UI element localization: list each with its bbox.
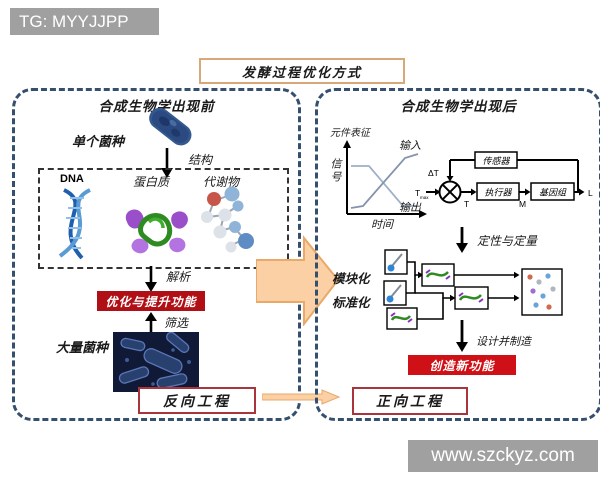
modular-label: 模块化: [332, 272, 370, 286]
t-signal-genome-label: 基因组: [539, 188, 567, 198]
setpoint-label: T: [415, 188, 420, 198]
tg-watermark-badge: TG: MYYJJPP: [10, 8, 159, 35]
quantify-label: 定性与定量: [477, 234, 538, 248]
graph-input-label: 输入: [399, 140, 421, 152]
signal-time-graph: [343, 140, 427, 218]
bottom-transition-arrow-icon: [262, 389, 340, 405]
graph-xlabel: 时间: [371, 219, 393, 231]
design-label: 设计并制造: [476, 336, 531, 348]
delta-t-label: ΔT: [428, 168, 439, 178]
dna-label: DNA: [60, 173, 84, 185]
diagram-title: 发酵过程优化方式: [199, 58, 405, 84]
analyze-arrow-icon: [145, 266, 157, 292]
create-function-box: 创造新功能: [408, 355, 516, 375]
module-network-diagram: [383, 249, 563, 330]
characterization-label: 元件表征: [330, 128, 370, 139]
l-output-label: L: [588, 188, 593, 198]
structure-arrow-icon: [161, 148, 173, 178]
structure-label: 结构: [188, 153, 213, 167]
dna-icon: [58, 188, 91, 260]
quantify-arrow-icon: [456, 227, 468, 253]
pipette-icon: [386, 284, 402, 303]
molecules-icon: [527, 273, 556, 310]
bacterium-icon: [149, 107, 192, 146]
optimize-function-box: 优化与提升功能: [97, 291, 205, 311]
sensor-label: 传感器: [482, 156, 510, 166]
control-loop-diagram: T max ΔT 传感器 执行器 基因组 T M L: [415, 151, 593, 209]
screen-label: 筛选: [164, 316, 189, 330]
design-arrow-icon: [456, 320, 468, 352]
forward-engineering-box: 正向工程: [352, 387, 468, 415]
t-signal-label: T: [464, 199, 469, 209]
left-panel-header: 合成生物学出现前: [98, 99, 215, 114]
gene-part-icon: [425, 269, 451, 280]
bacteria-photo: [113, 332, 199, 392]
input-curve: [350, 153, 419, 209]
graph-ylabel: 信号: [329, 158, 341, 184]
setpoint-sub-label: max: [420, 195, 429, 200]
output-curve: [351, 165, 417, 207]
pipette-icon: [387, 253, 403, 272]
graph-output-label: 输出: [399, 202, 421, 214]
gene-part-icon: [390, 312, 413, 323]
metabolite-icon: [201, 186, 254, 253]
protein-label: 蛋白质: [133, 175, 170, 189]
metabolite-label: 代谢物: [203, 175, 240, 189]
m-signal-label: M: [519, 199, 526, 209]
molecular-levels-box: [38, 168, 289, 269]
site-watermark-badge: www.szckyz.com: [408, 440, 598, 472]
single-strain-label: 单个菌种: [72, 134, 125, 149]
analyze-label: 解析: [166, 270, 191, 284]
reverse-engineering-box: 反向工程: [138, 387, 256, 414]
left-panel-before-synbio: 合成生物学出现前: [12, 88, 301, 421]
actuator-label: 执行器: [484, 188, 512, 198]
many-strains-label: 大量菌种: [56, 340, 109, 355]
standard-label: 标准化: [332, 296, 370, 310]
right-panel-header: 合成生物学出现后: [400, 99, 517, 114]
protein-icon: [125, 209, 188, 254]
gene-part-icon: [458, 292, 484, 303]
